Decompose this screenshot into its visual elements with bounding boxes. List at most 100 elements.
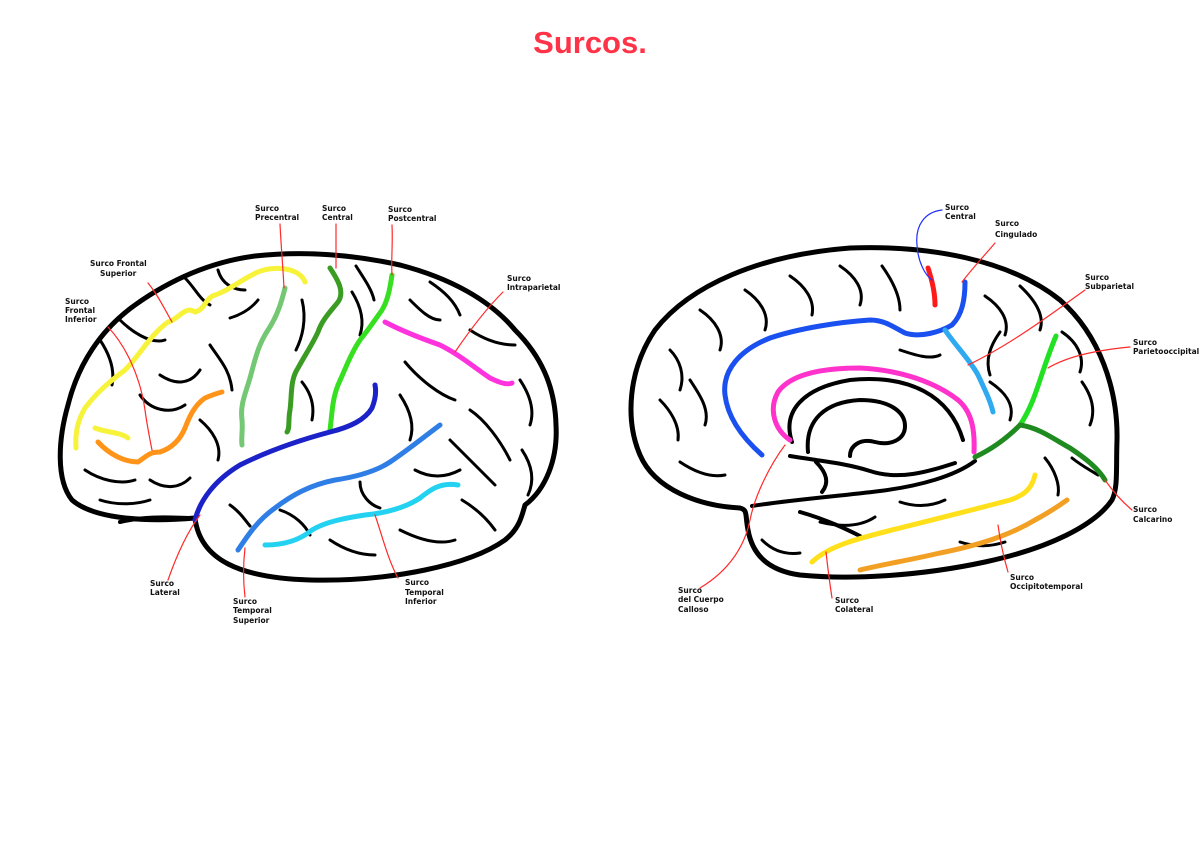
sulcus-frontal-superior xyxy=(73,265,308,451)
label-occipitotemporal: Surco Occipitotemporal xyxy=(1010,573,1083,591)
gyrus-line xyxy=(986,330,1002,377)
gyrus-line xyxy=(403,360,457,402)
frontal-base-line xyxy=(118,515,197,524)
label-precentral: Surco Precentral xyxy=(255,204,299,222)
leader-precentral xyxy=(279,223,285,289)
gyrus-line xyxy=(688,378,708,427)
leader-postcentral xyxy=(391,224,393,276)
leader-calcarino xyxy=(1104,479,1133,511)
leader-frontal-inferior xyxy=(107,326,153,451)
lateral-brain-outline xyxy=(57,251,559,583)
gyrus-line xyxy=(398,393,414,442)
sulcus-postcentral xyxy=(327,272,395,433)
gyrus-line xyxy=(428,280,462,317)
sulcus-central-medial xyxy=(925,265,938,308)
gyrus-line xyxy=(408,298,442,322)
label-central: Surco Central xyxy=(322,204,353,222)
leader-temporal-inferior xyxy=(374,514,399,579)
leader-cingulado xyxy=(961,242,996,283)
gyrus-line xyxy=(468,408,512,462)
leader-intraparietal xyxy=(454,291,504,353)
gyrus-line xyxy=(988,380,1013,422)
brainstem-line xyxy=(814,460,829,494)
gyrus-line xyxy=(354,264,376,302)
label-lateral: Surco Lateral xyxy=(150,579,180,597)
medial-leader-lines xyxy=(699,209,1133,599)
gyrus-line xyxy=(668,348,684,392)
gyrus-line xyxy=(98,498,152,506)
page-title: Surcos. xyxy=(533,25,647,60)
gyrus-line xyxy=(198,418,221,462)
gyrus-line xyxy=(678,460,727,478)
gyrus-line xyxy=(300,380,315,422)
gyrus-line xyxy=(880,264,902,312)
label-temporal-superior: Surco Temporal Superior xyxy=(233,597,275,625)
label-frontal-superior: Surco Frontal Superior xyxy=(90,259,149,278)
sulcus-cingulado-branch xyxy=(942,327,996,415)
sulcus-frontal-superior-branch xyxy=(92,425,131,441)
gyrus-line xyxy=(1043,456,1060,497)
label-subparietal: Surco Subparietal xyxy=(1085,273,1134,291)
leader-lateral xyxy=(167,514,201,581)
sulcus-calcarino xyxy=(972,422,1108,483)
gyrus-line xyxy=(983,294,1008,337)
gyrus-line xyxy=(698,308,723,352)
leader-colateral xyxy=(825,551,833,599)
gyrus-line xyxy=(460,498,497,532)
label-parietooccipital: Surco Parietooccipital xyxy=(1133,338,1199,356)
sulcus-temporal-superior xyxy=(235,422,443,553)
leader-temporal-superior xyxy=(242,547,246,598)
corpus-callosum-inner xyxy=(787,377,965,444)
gyrus-line xyxy=(898,348,942,359)
gyrus-line xyxy=(898,498,947,507)
sulcus-frontal-inferior xyxy=(95,389,225,465)
label-postcentral: Surco Postcentral xyxy=(388,205,437,223)
label-intraparietal: Surco Intraparietal xyxy=(507,274,560,292)
brainstem-edge xyxy=(788,454,957,478)
fornix-thalamus xyxy=(805,398,907,458)
gyrus-line xyxy=(358,480,382,510)
leader-central-medial xyxy=(916,209,943,281)
gyrus-line xyxy=(148,476,192,488)
leader-frontal-superior xyxy=(147,282,173,323)
gyrus-line xyxy=(818,515,877,527)
gyrus-line xyxy=(520,448,534,497)
gyrus-line xyxy=(1070,456,1100,477)
gyrus-line xyxy=(228,298,260,320)
gyrus-line xyxy=(468,328,517,347)
lateral-brain-view: Surco Precentral Surco Central Surco Pos… xyxy=(57,204,560,625)
gyrus-line xyxy=(350,290,364,337)
gyrus-line xyxy=(228,503,252,528)
medial-brain-outline xyxy=(628,245,1120,580)
sulcus-cuerpo-calloso xyxy=(770,365,977,455)
label-frontal-inferior: Surco Frontal Inferior xyxy=(65,297,98,324)
gyrus-line xyxy=(398,528,457,544)
leader-occipitotemporal xyxy=(997,524,1009,573)
gyrus-line xyxy=(518,378,534,427)
sulcus-colateral xyxy=(809,472,1038,565)
gyrus-line xyxy=(760,538,802,555)
medial-brain-view: Surco Central Surco Cingulado Surco Subp… xyxy=(628,203,1199,614)
label-colateral: Surco Colateral xyxy=(835,596,873,614)
sulcus-temporal-inferior xyxy=(262,481,461,548)
gyrus-line xyxy=(294,298,306,352)
gyrus-line xyxy=(788,274,815,317)
medial-gyri-texture xyxy=(658,264,1100,555)
gyrus-line xyxy=(1060,330,1083,374)
gyrus-line xyxy=(413,468,462,478)
leader-cuerpo-calloso xyxy=(699,444,786,589)
gyrus-line xyxy=(158,368,202,384)
leader-parietooccipital xyxy=(1047,346,1131,369)
gyrus-line xyxy=(118,318,167,343)
lateral-leader-lines xyxy=(107,223,504,598)
gyrus-line xyxy=(838,264,863,307)
gyrus-line xyxy=(658,398,680,442)
gyrus-line xyxy=(1018,284,1043,332)
sulcus-cingulado xyxy=(722,279,968,458)
gyrus-line xyxy=(208,343,234,392)
temporal-medial-edge xyxy=(750,459,977,508)
gyrus-line xyxy=(448,438,497,487)
gyrus-line xyxy=(743,288,768,332)
sulcus-precentral xyxy=(239,285,288,448)
